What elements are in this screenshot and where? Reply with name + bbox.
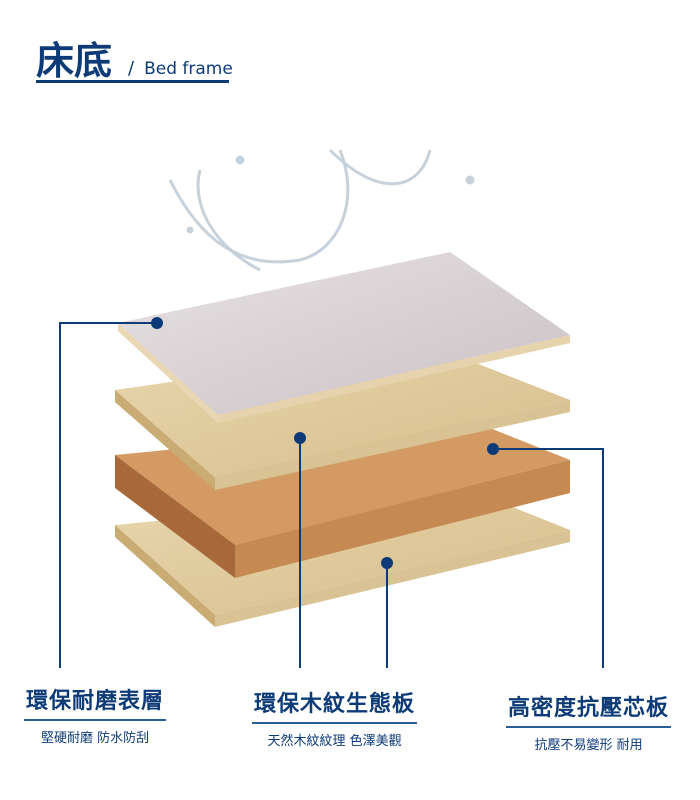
label-core-board: 高密度抗壓芯板 抗壓不易變形 耐用 [506, 690, 672, 753]
callout-dot-surface [151, 317, 163, 329]
callout-dot-bottom [381, 557, 393, 569]
label-wood-veneer: 環保木紋生態板 天然木紋紋理 色澤美觀 [252, 686, 418, 749]
title-separator: / [128, 58, 135, 79]
label-title: 環保木紋生態板 [252, 686, 418, 724]
callout-lines [59, 322, 604, 668]
page-header: 床底 / Bed frame [36, 30, 233, 85]
label-title: 高密度抗壓芯板 [506, 690, 672, 728]
water-splash [168, 148, 475, 272]
header-underline [36, 80, 229, 83]
label-title: 環保耐磨表層 [24, 683, 167, 721]
label-subtitle: 抗壓不易變形 耐用 [534, 738, 643, 753]
title-en: Bed frame [144, 59, 233, 79]
callout-dot-core [487, 443, 499, 455]
label-subtitle: 堅硬耐磨 防水防刮 [40, 731, 150, 746]
label-subtitle: 天然木紋紋理 色澤美觀 [267, 734, 402, 749]
label-wear-surface: 環保耐磨表層 堅硬耐磨 防水防刮 [24, 683, 167, 746]
title-zh: 床底 [36, 39, 113, 83]
wear-surface-board [118, 252, 570, 423]
callout-dot-veneer [294, 432, 306, 444]
